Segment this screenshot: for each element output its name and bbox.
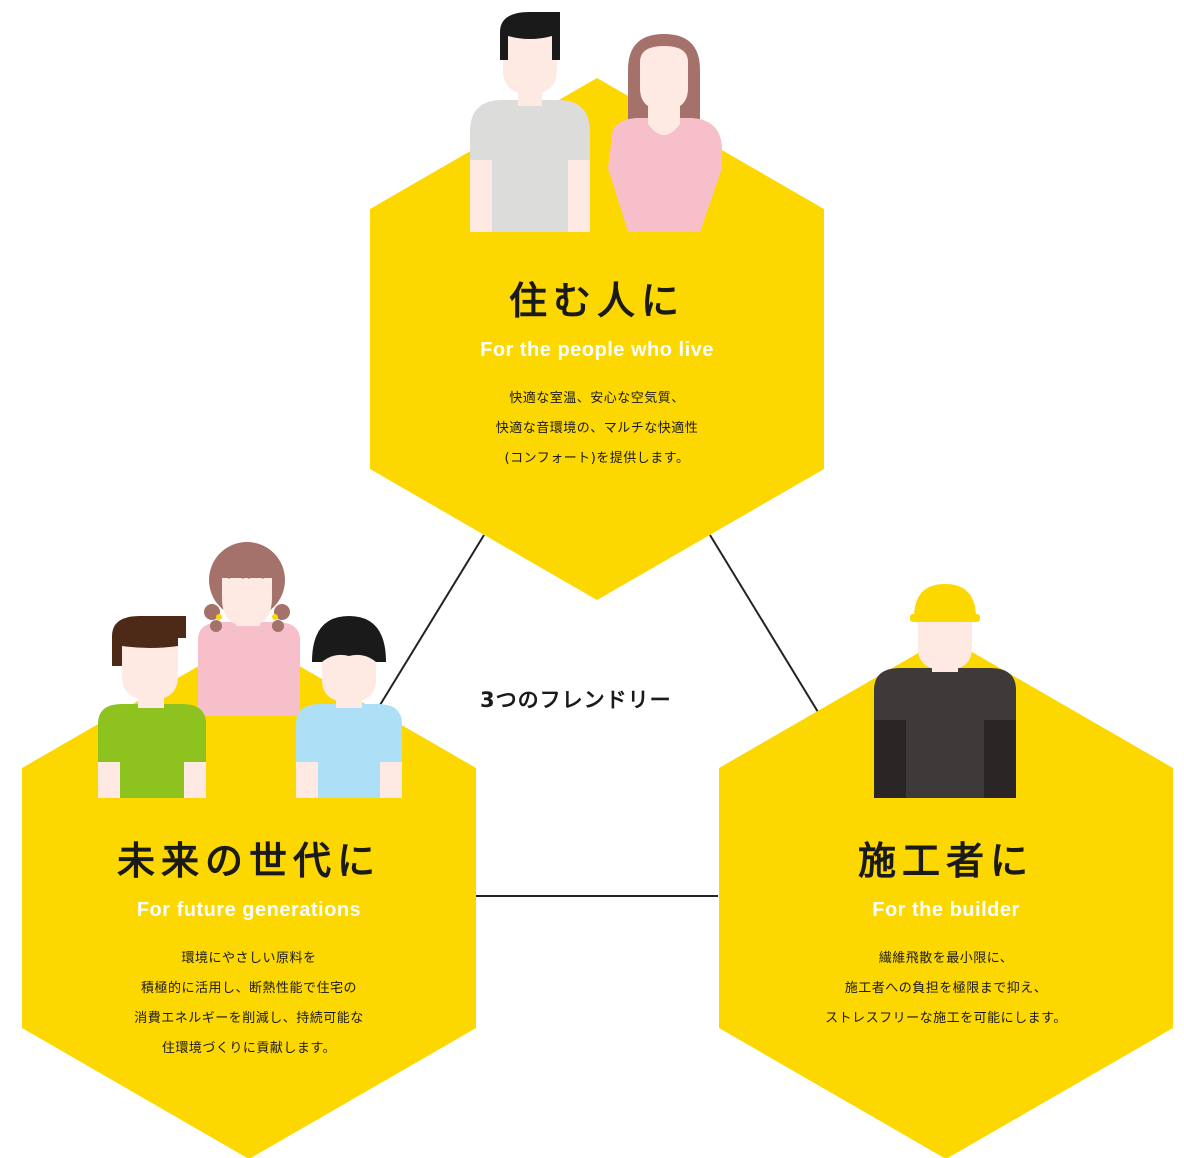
card-title: 施工者に [857,839,1034,883]
connector-top-right [709,534,819,713]
girl-icon [198,542,300,716]
boy-green-icon [98,616,206,798]
man-icon [470,12,590,232]
description-line: (コンフォート)を提供します。 [504,451,690,466]
hexagon-builder [719,637,1173,1158]
card-description: 環境にやさしい原料を 積極的に活用し、断熱性能で住宅の 消費エネルギーを削減し、… [49,944,449,1064]
description-line: ストレスフリーな施工を可能にします。 [825,1011,1067,1026]
description-line: 快適な室温、安心な空気質、 [509,391,685,406]
description-line: 消費エネルギーを削減し、持続可能な [134,1011,364,1026]
card-description: 繊維飛散を最小限に、 施工者への負担を極限まで抑え、 ストレスフリーな施工を可能… [746,944,1146,1034]
card-subtitle: For the builder [872,899,1020,921]
description-line: 快適な音環境の、マルチな快適性 [495,421,699,436]
boy-blue-icon [296,616,402,798]
card-residents: 住む人に For the people who live 快適な室温、安心な空気… [397,270,797,474]
description-line: 施工者への負担を極限まで抑え、 [844,981,1048,996]
center-label: 3つのフレンドリー [480,688,672,712]
woman-icon [608,34,722,232]
card-future: 未来の世代に For future generations 環境にやさしい原料を… [49,830,449,1064]
description-line: 環境にやさしい原料を [181,951,317,966]
description-line: 住環境づくりに貢献します。 [161,1041,337,1056]
description-line: 積極的に活用し、断熱性能で住宅の [140,981,357,996]
description-line: 繊維飛散を最小限に、 [878,951,1014,966]
card-title: 未来の世代に [116,839,381,883]
card-description: 快適な室温、安心な空気質、 快適な音環境の、マルチな快適性 (コンフォート)を提… [397,384,797,474]
card-builder: 施工者に For the builder 繊維飛散を最小限に、 施工者への負担を… [746,830,1146,1034]
card-subtitle: For the people who live [480,339,714,361]
card-subtitle: For future generations [136,899,362,921]
card-title: 住む人に [508,279,685,323]
worker-icon [874,584,1016,798]
connector-top-left [379,534,485,706]
